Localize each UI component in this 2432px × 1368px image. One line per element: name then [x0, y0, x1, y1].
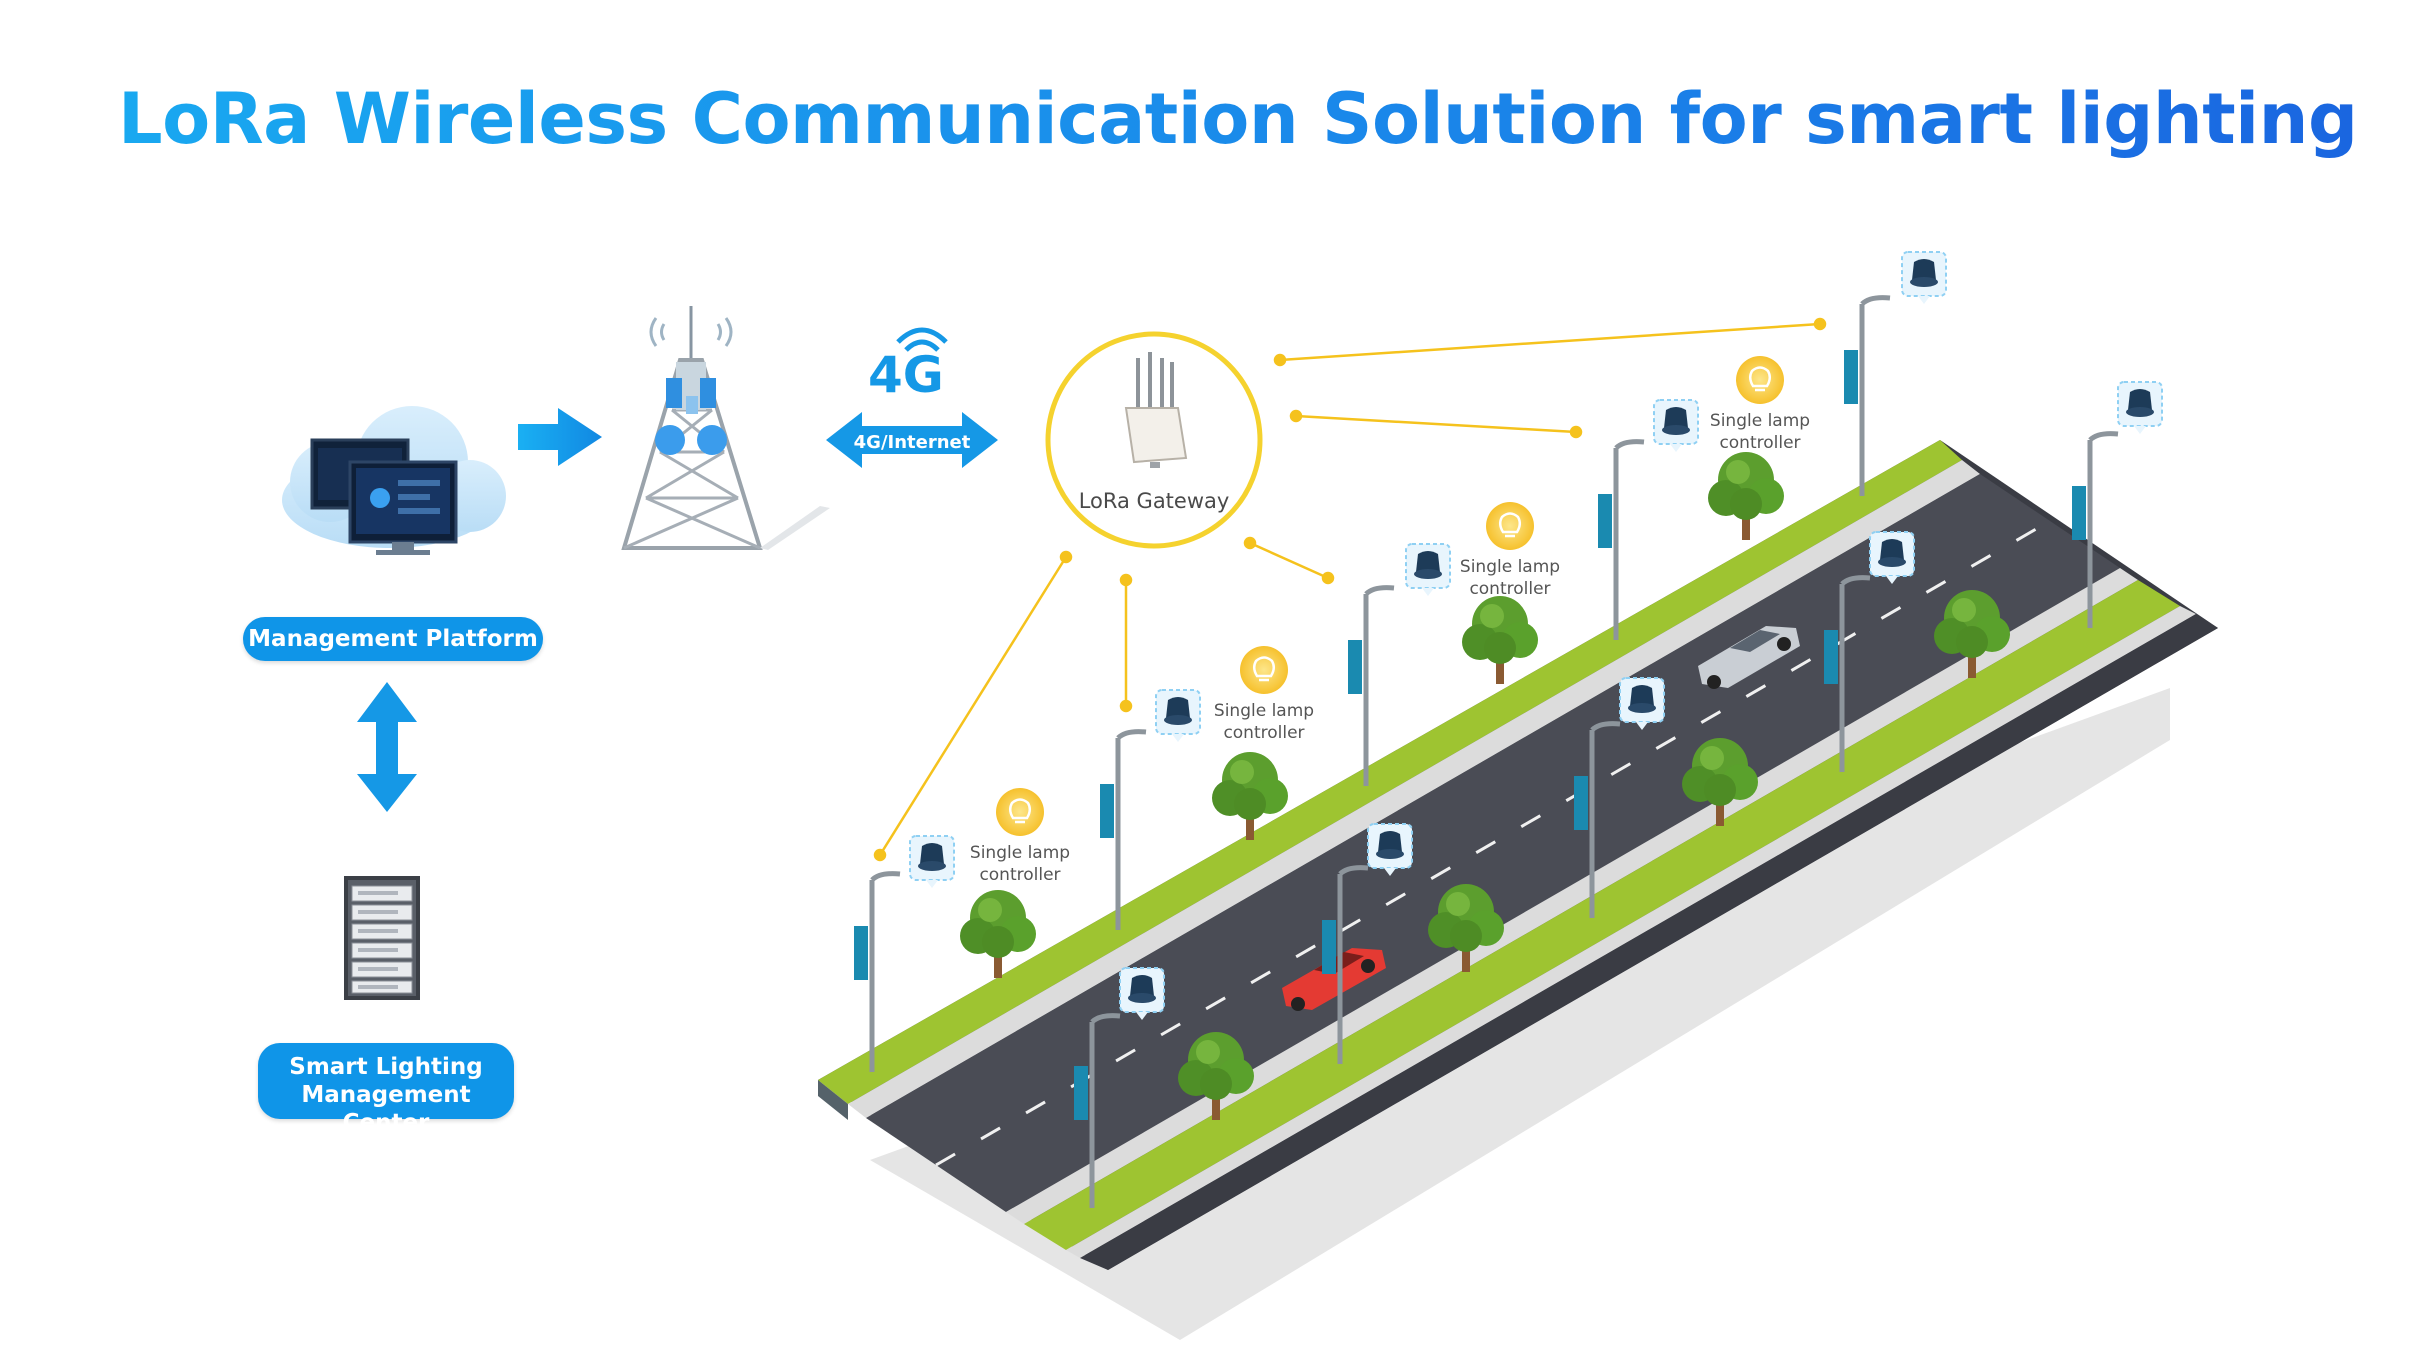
lamp-head-icon: [1901, 251, 1947, 305]
smart-lighting-center-label: Smart Lighting Management Center: [258, 1043, 514, 1136]
controller-label-line1: Single lamp: [970, 843, 1070, 863]
management-platform-label: Management Platform: [243, 617, 543, 661]
controller-4: Single lamp controller: [1710, 354, 1810, 453]
bulb-icon: [994, 786, 1046, 838]
gateway-label: LoRa Gateway: [1079, 489, 1230, 513]
gateway-links: [873, 317, 1827, 862]
center-label-line1: Smart Lighting: [289, 1054, 483, 1080]
cell-tower-icon: [621, 306, 830, 550]
lamp-head-icon: [1405, 543, 1451, 597]
controller-1: Single lamp controller: [970, 786, 1070, 885]
bulb-icon: [1734, 354, 1786, 406]
lamp-head-icon: [2117, 381, 2163, 435]
controller-label-line2: controller: [1223, 723, 1304, 743]
controller-label-line1: Single lamp: [1460, 557, 1560, 577]
tree-icon: [1708, 452, 1784, 540]
double-arrow-icon: [826, 412, 998, 468]
lamp-head-icon: [1155, 689, 1201, 743]
controller-label-line2: controller: [1719, 433, 1800, 453]
management-platform-icon: [282, 406, 506, 555]
server-rack-icon: [344, 876, 420, 1000]
tree-icon: [1462, 596, 1538, 684]
controller-3: Single lamp controller: [1460, 500, 1560, 599]
network-badge: 4G: [868, 346, 944, 404]
controller-label-line1: Single lamp: [1710, 411, 1810, 431]
lamp-head-icon: [909, 835, 955, 889]
controller-label-line2: controller: [1469, 579, 1550, 599]
wifi-icon: [896, 327, 948, 352]
car-silver-icon: [1698, 626, 1800, 689]
link-label: 4G/Internet: [854, 432, 971, 453]
page-title: LoRa Wireless Communication Solution for…: [118, 78, 2358, 160]
arrow-right-icon: [518, 408, 602, 466]
street-lamps: [869, 295, 2119, 1208]
vertical-double-arrow-icon: [357, 682, 417, 812]
controller-label-line1: Single lamp: [1214, 701, 1314, 721]
center-label-line2: Management Center: [301, 1082, 471, 1136]
pole-banners: [854, 350, 2086, 1120]
controller-2: Single lamp controller: [1214, 644, 1314, 743]
controller-label-line2: controller: [979, 865, 1060, 885]
road-scene: [818, 440, 2218, 1340]
gateway-circle: LoRa Gateway: [1045, 331, 1263, 549]
lamp-head-icon: [1653, 399, 1699, 453]
monitor-icon: [310, 438, 458, 555]
bulb-icon: [1238, 644, 1290, 696]
bulb-icon: [1484, 500, 1536, 552]
gateway-device-icon: [1124, 352, 1188, 468]
